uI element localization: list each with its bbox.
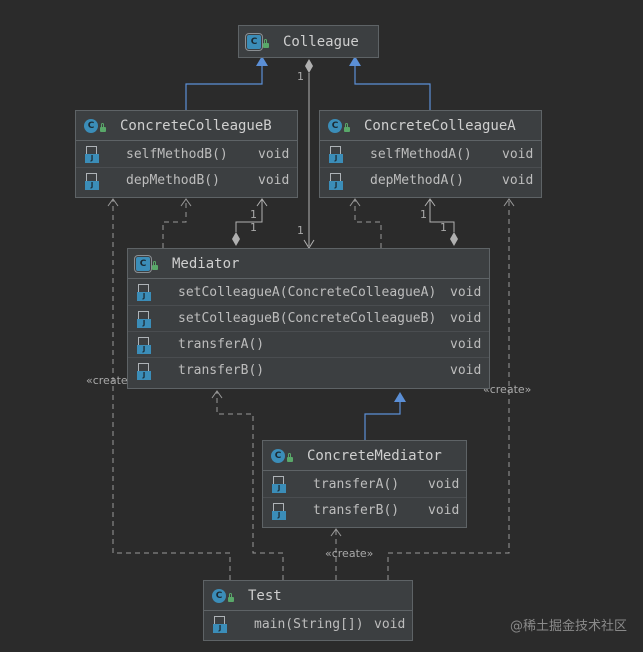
aggregation-mediator-colleaguea [424,198,458,246]
class-name: Mediator [172,255,240,272]
method-icon [328,145,344,163]
method-row[interactable]: selfMethodB() void [76,141,297,167]
method-row[interactable]: transferB() void [128,357,489,383]
watermark: @稀土掘金技术社区 [509,619,627,634]
method-icon [271,502,287,520]
method-name: setColleagueA(ConcreteColleagueA) [178,284,437,300]
method-name: transferA() [313,476,400,492]
public-lock-icon [228,592,234,602]
class-name: ConcreteMediator [307,447,442,464]
multiplicity-label: 1 [440,221,447,234]
create-test-colleagueb [112,200,231,580]
method-name: transferA() [178,337,265,352]
method-return: void [502,146,534,162]
method-row[interactable]: selfMethodA() void [320,141,541,167]
method-row[interactable]: main(String[]) void [204,611,412,637]
dependency-test-mediator [216,392,284,580]
inherit-concretemediator-to-mediator [364,392,406,440]
aggregation-colleague-mediator [303,59,315,249]
class-header: C Colleague [239,26,378,57]
method-row[interactable]: setColleagueB(ConcreteColleagueB) void [128,305,489,331]
class-icon: C [212,588,234,603]
dependency-mediator-colleaguea [354,200,382,248]
class-icon: C [328,118,350,133]
class-concrete-colleague-a[interactable]: C ConcreteColleagueA selfMethodA() void … [319,110,542,198]
method-row[interactable]: transferA() void [263,471,466,497]
method-return: void [450,284,482,300]
method-return: void [374,616,406,632]
class-header: C ConcreteColleagueB [76,111,297,141]
multiplicity-label: 1 [297,224,304,237]
method-row[interactable]: depMethodA() void [320,167,541,193]
class-colleague[interactable]: C Colleague [238,25,379,58]
multiplicity-label: 1 [297,70,304,83]
method-icon [328,172,344,190]
class-name: Colleague [283,33,359,50]
method-return: void [502,173,534,188]
public-lock-icon [344,122,350,132]
method-name: selfMethodB() [126,146,228,162]
method-name: depMethodB() [126,173,220,188]
create-stereotype-label: «create» [325,547,374,560]
class-mediator[interactable]: C Mediator setColleagueA(ConcreteColleag… [127,248,490,389]
multiplicity-label: 1 [250,208,257,221]
class-concrete-mediator[interactable]: C ConcreteMediator transferA() void tran… [262,440,467,528]
multiplicity-label: 1 [420,208,427,221]
class-header: C ConcreteColleagueA [320,111,541,141]
class-name: Test [248,587,282,604]
multiplicity-label: 1 [250,221,257,234]
method-row[interactable]: depMethodB() void [76,167,297,193]
class-name: ConcreteColleagueA [364,117,516,134]
inherit-a-to-colleague [349,56,431,110]
aggregation-mediator-colleagueb [232,198,268,246]
method-return: void [258,146,290,162]
method-return: void [450,337,482,352]
method-name: transferB() [313,503,400,518]
abstract-class-icon: C [245,32,269,51]
class-name: ConcreteColleagueB [120,117,272,134]
abstract-class-icon: C [134,254,158,273]
inherit-b-to-colleague [185,56,268,110]
method-icon [271,475,287,493]
method-row[interactable]: transferA() void [128,331,489,357]
create-stereotype-label: «create» [86,374,135,387]
public-lock-icon [100,122,106,132]
method-name: depMethodA() [370,173,464,188]
dependency-mediator-colleagueb [162,200,187,248]
method-return: void [450,363,482,378]
method-return: void [428,476,460,492]
method-return: void [450,311,482,326]
create-test-colleaguea [387,200,510,580]
class-icon: C [84,118,106,133]
method-name: main(String[]) [254,616,364,632]
method-name: transferB() [178,363,265,378]
class-header: C Test [204,581,412,611]
method-icon [136,362,152,380]
method-icon [136,336,152,354]
class-icon: C [271,448,293,463]
method-return: void [428,503,460,518]
method-icon [212,615,228,633]
method-icon [84,172,100,190]
class-test[interactable]: C Test main(String[]) void [203,580,413,641]
class-header: C ConcreteMediator [263,441,466,471]
public-lock-icon [287,452,293,462]
public-lock-icon [263,38,269,48]
method-name: selfMethodA() [370,146,472,162]
method-return: void [258,173,290,188]
public-lock-icon [152,260,158,270]
class-header: C Mediator [128,249,489,279]
method-row[interactable]: setColleagueA(ConcreteColleagueA) void [128,279,489,305]
method-icon [84,145,100,163]
method-row[interactable]: transferB() void [263,497,466,523]
create-stereotype-label: «create» [483,383,532,396]
method-icon [136,310,152,328]
class-concrete-colleague-b[interactable]: C ConcreteColleagueB selfMethodB() void … [75,110,298,198]
method-icon [136,283,152,301]
method-name: setColleagueB(ConcreteColleagueB) [178,311,437,326]
